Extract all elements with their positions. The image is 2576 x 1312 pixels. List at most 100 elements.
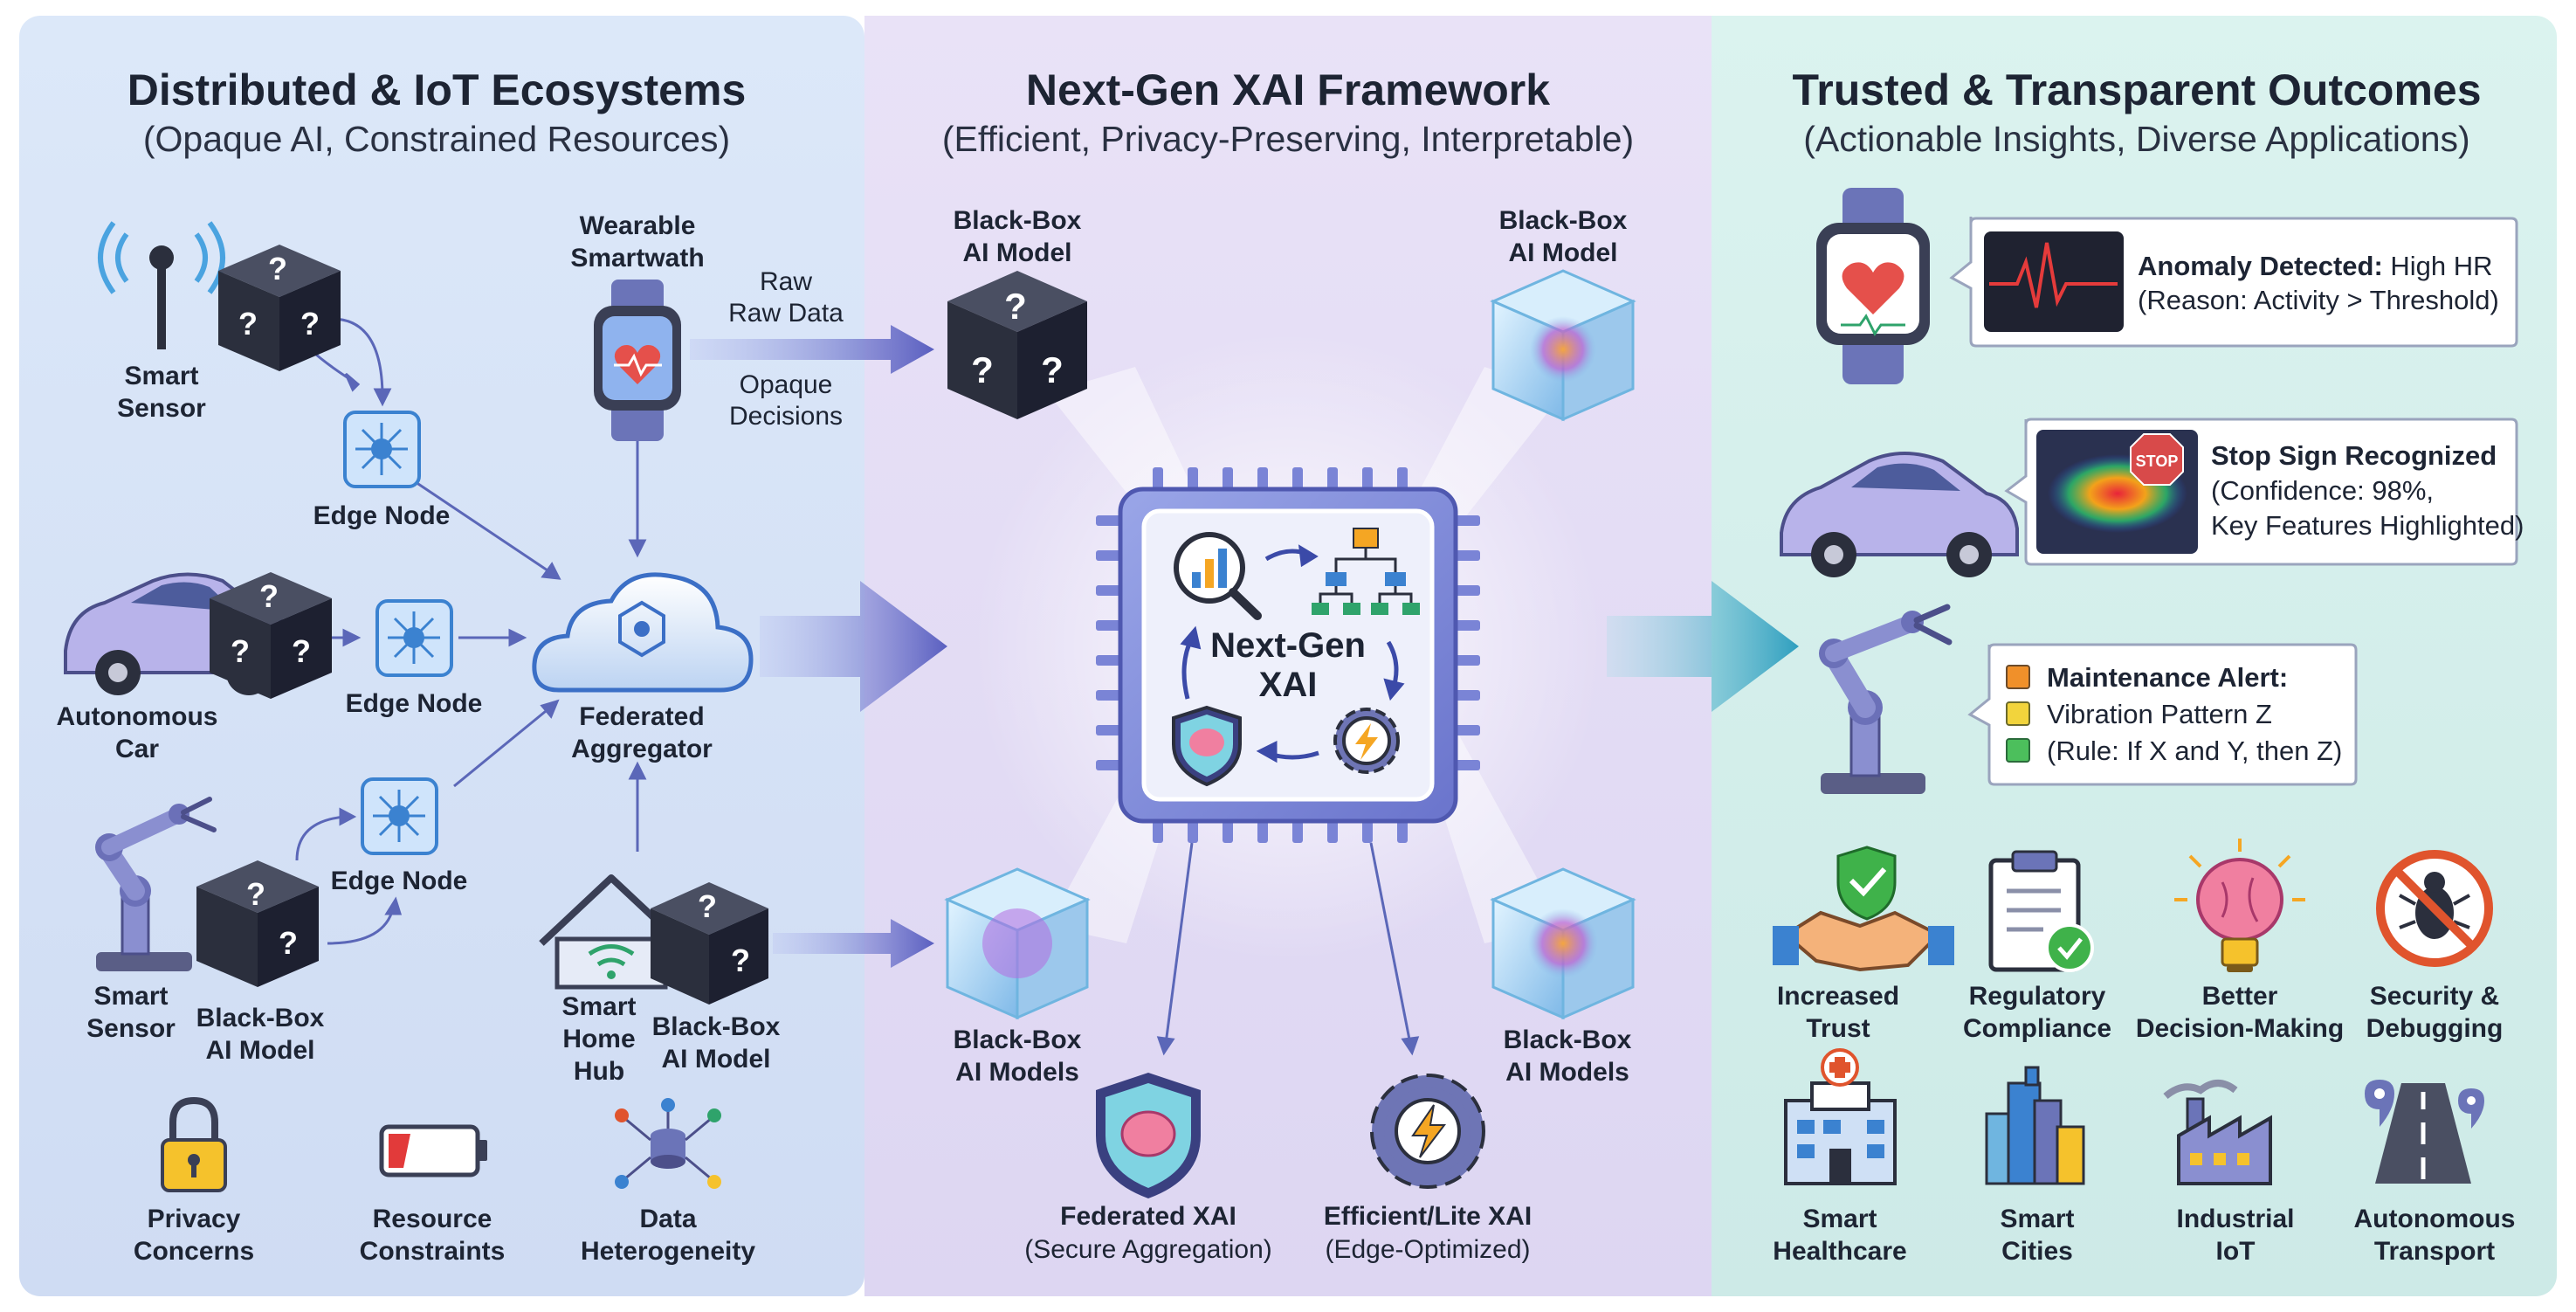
cloud-aggregator-icon — [532, 572, 754, 693]
orange-status-square — [2006, 665, 2030, 689]
green-status-square — [2006, 738, 2030, 763]
svg-text:?: ? — [231, 633, 250, 669]
center-title: Next-Gen XAI Framework — [1026, 66, 1550, 114]
magnifier-chart-icon — [1174, 532, 1262, 620]
svg-text:?: ? — [292, 633, 311, 669]
stop-text-2: (Confidence: 98%, — [2211, 475, 2434, 506]
decision-tree-icon — [1312, 528, 1420, 615]
city-icon — [1985, 1066, 2085, 1185]
edge-node-label-2: Edge Node — [346, 689, 483, 718]
maintenance-callout — [1967, 643, 2358, 786]
low-battery-icon — [379, 1124, 487, 1177]
car-outcome-icon — [1780, 452, 2019, 577]
smart-sensor-icon — [98, 221, 225, 349]
svg-text:?: ? — [1004, 286, 1027, 327]
brain-bulb-icon — [2174, 839, 2305, 972]
edge-node-icon-1 — [343, 411, 421, 488]
arrow-home-to-models — [773, 919, 934, 968]
chip-down-arrows — [1156, 842, 1420, 1056]
svg-text:?: ? — [971, 349, 994, 390]
efficient-xai-label: Efficient/Lite XAI(Edge-Optimized) — [1324, 1202, 1532, 1264]
left-connectors — [286, 314, 647, 945]
benefit-label-security: Security &Debugging — [2366, 982, 2504, 1043]
svg-text:?: ? — [268, 251, 287, 287]
stop-text-3: Key Features Highlighted) — [2211, 510, 2524, 541]
glass-cube-bl — [944, 867, 1091, 1020]
cycle-arrows — [1180, 544, 1405, 763]
robot-arm-outcome-icon — [1819, 604, 1953, 794]
right-title: Trusted & Transparent Outcomes — [1792, 66, 2481, 114]
anomaly-text-1: Anomaly Detected: High HR — [2138, 251, 2493, 281]
efficient-xai-gear-icon — [1370, 1074, 1485, 1189]
data-network-icon — [615, 1098, 721, 1189]
glass-cube-tr — [1490, 269, 1636, 422]
edge-node-label-3: Edge Node — [331, 867, 468, 895]
federated-xai-label: Federated XAI(Secure Aggregation) — [1024, 1202, 1272, 1264]
blackbox-cube-car: ? ? ? — [210, 572, 332, 699]
svg-text:?: ? — [279, 925, 298, 961]
stop-text-1: Stop Sign Recognized — [2211, 440, 2497, 471]
center-subtitle: (Efficient, Privacy-Preserving, Interpre… — [942, 119, 1634, 159]
smartwatch-icon — [594, 280, 681, 441]
left-subtitle: (Opaque AI, Constrained Resources) — [143, 119, 730, 159]
hospital-icon — [1784, 1048, 1897, 1185]
arrow-aggregator-to-xai — [760, 581, 947, 712]
blackbox-cube-sensor: ? ? ? — [218, 245, 341, 371]
robot-arm-icon-1 — [95, 797, 217, 971]
maintenance-text-2: Vibration Pattern Z — [2047, 699, 2272, 729]
svg-text:?: ? — [238, 306, 258, 342]
arrow-xai-to-outcomes — [1607, 581, 1799, 712]
blackbox-cube-center-tl: ? ? ? — [947, 271, 1087, 419]
left-title: Distributed & IoT Ecosystems — [127, 66, 747, 114]
clipboard-check-icon — [1988, 850, 2094, 972]
blackbox-cube-robot: ? ? — [196, 860, 319, 987]
no-bug-icon — [2376, 850, 2493, 967]
factory-icon — [2163, 1080, 2272, 1185]
handshake-shield-icon — [1773, 846, 1954, 972]
watch-outcome-icon — [1816, 188, 1930, 384]
maintenance-text-3: (Rule: If X and Y, then Z) — [2047, 735, 2342, 766]
lock-icon — [161, 1096, 227, 1192]
arrow-raw-data — [690, 325, 934, 374]
stop-sign-text: STOP — [2136, 452, 2179, 470]
brain-shield-icon — [1172, 705, 1242, 787]
maintenance-text-1: Maintenance Alert: — [2047, 662, 2288, 693]
gear-lightning-icon — [1333, 708, 1400, 774]
svg-text:?: ? — [300, 306, 320, 342]
svg-text:?: ? — [1041, 349, 1064, 390]
svg-text:?: ? — [698, 888, 717, 924]
edge-node-icon-3 — [361, 777, 438, 855]
edge-node-label-1: Edge Node — [313, 501, 451, 530]
svg-text:?: ? — [259, 578, 279, 614]
anomaly-callout — [1949, 217, 2518, 348]
right-subtitle: (Actionable Insights, Diverse Applicatio… — [1803, 119, 2469, 159]
edge-node-icon-2 — [375, 599, 453, 677]
glass-cube-br — [1490, 867, 1636, 1020]
